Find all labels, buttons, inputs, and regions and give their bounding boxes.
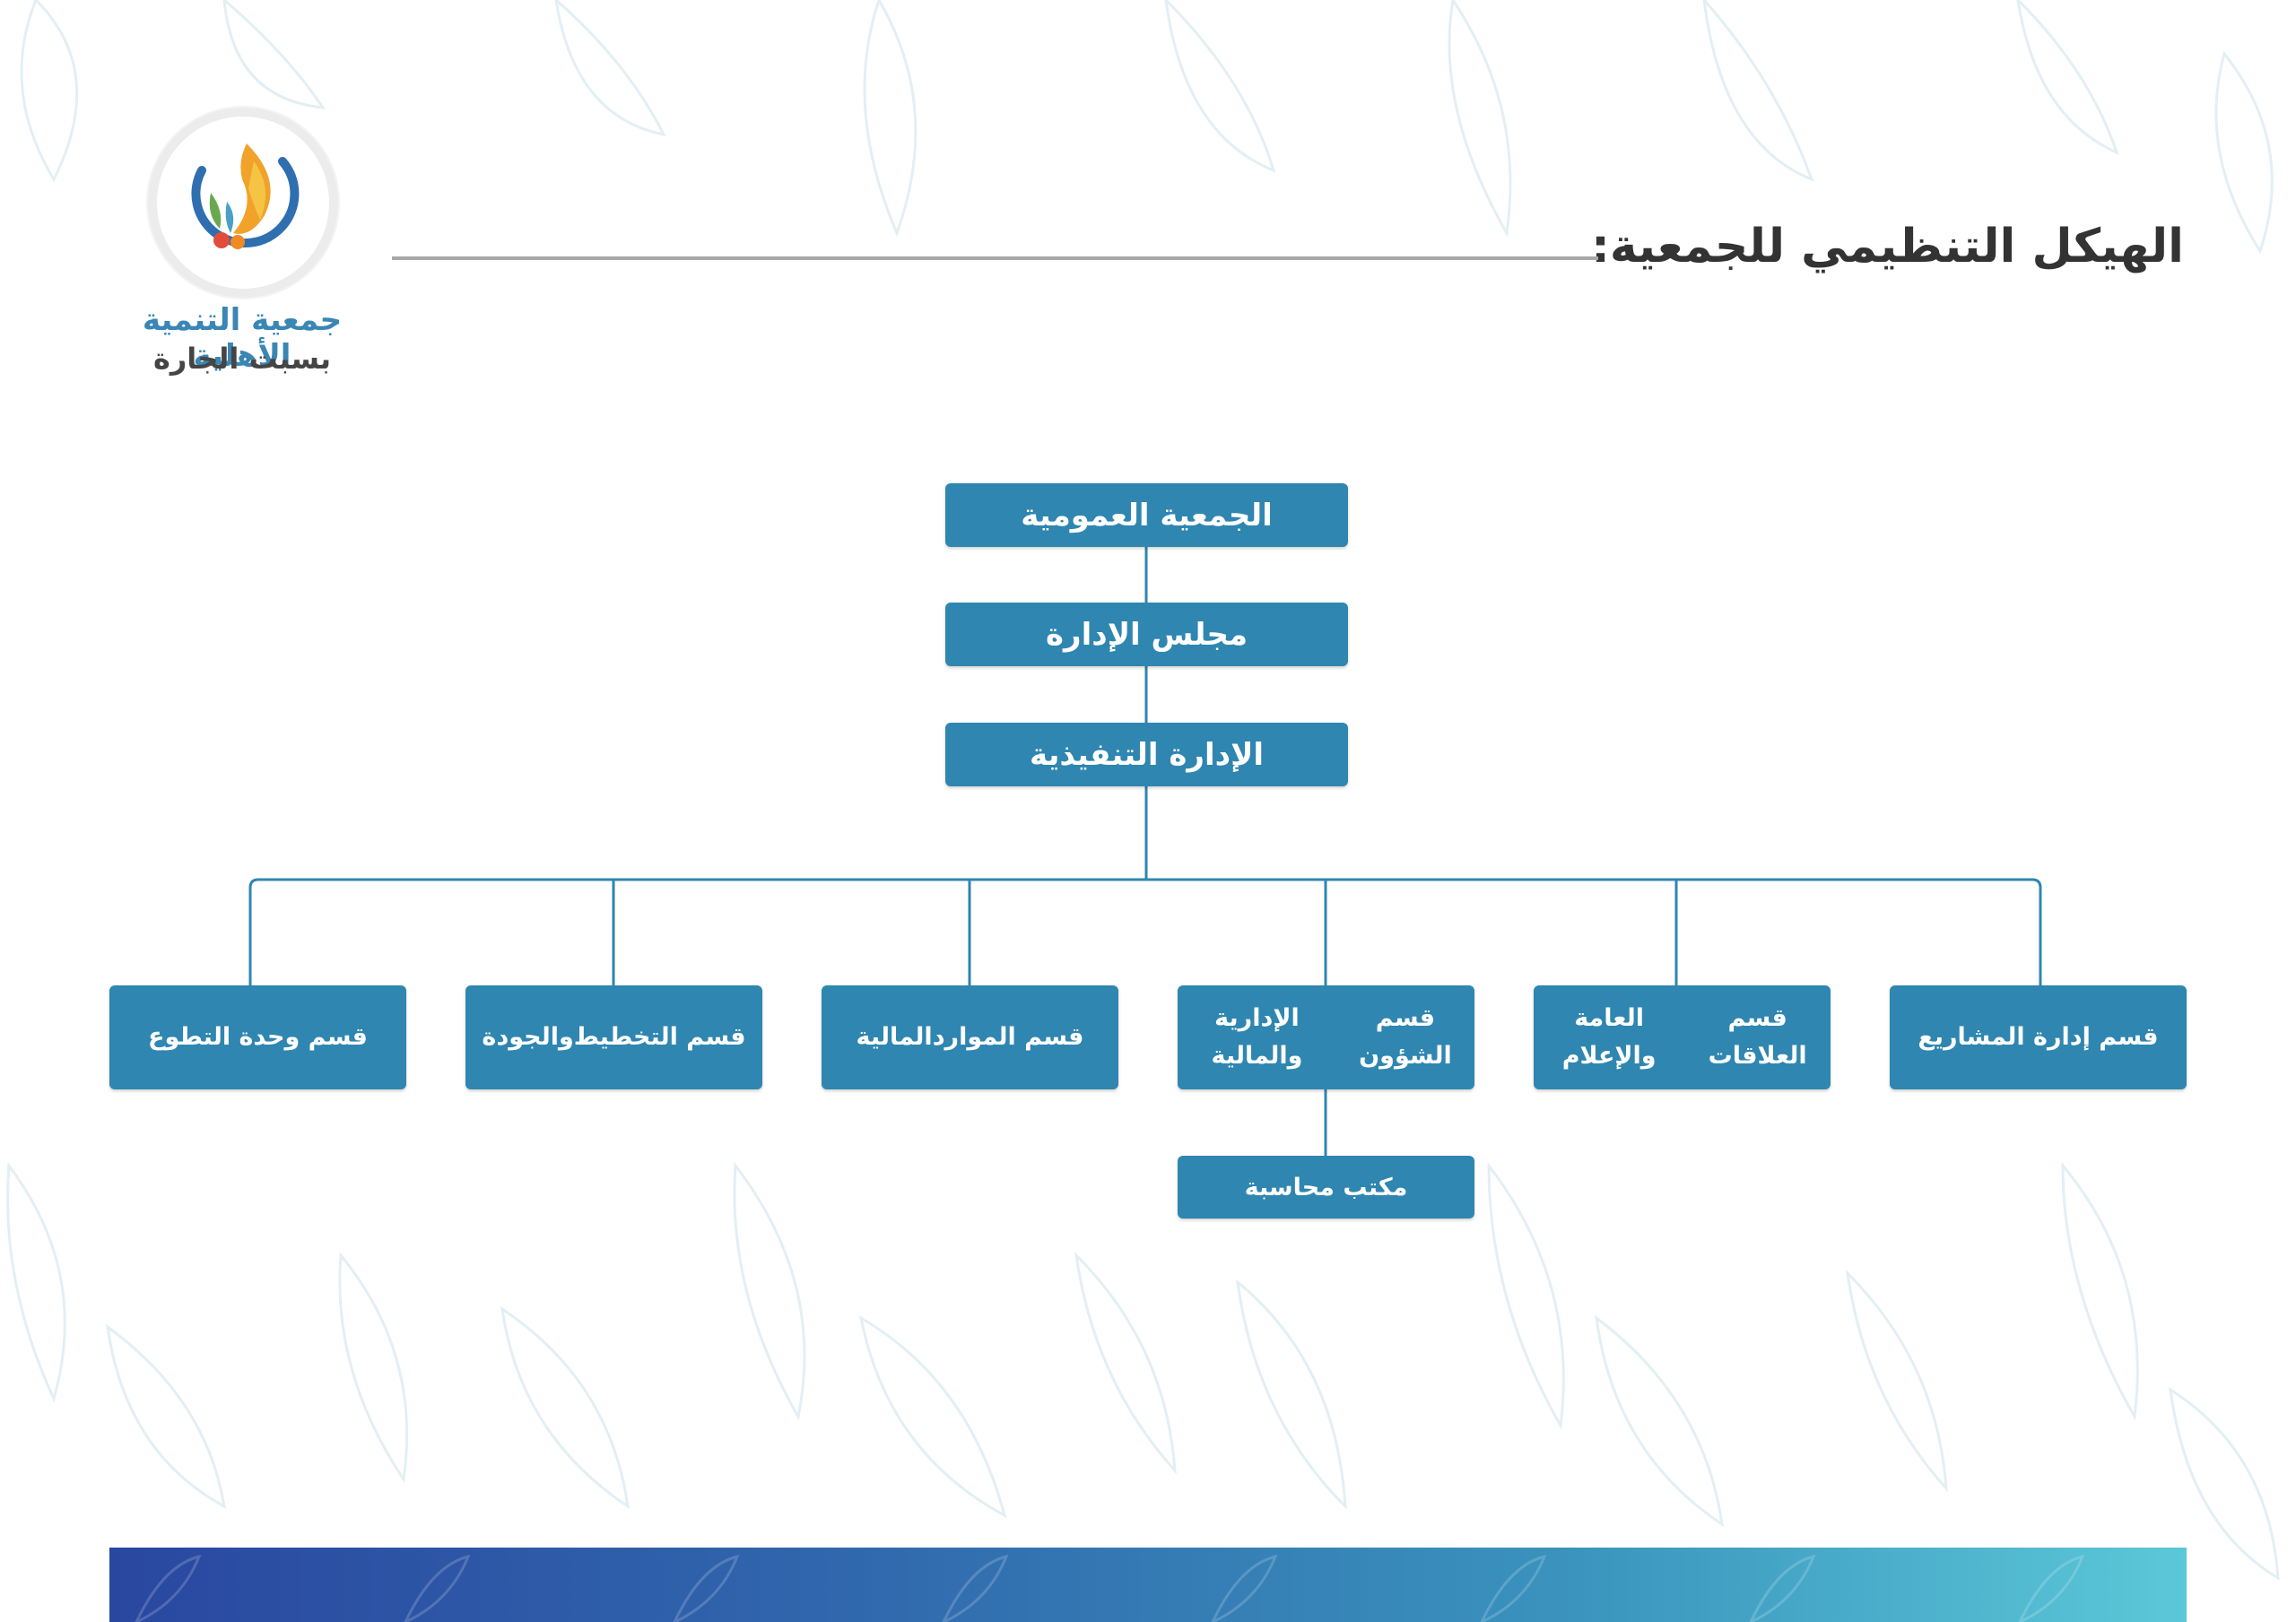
org-box-executive-management: الإدارة التنفيذية [945, 723, 1348, 786]
department-label-line2: والجودة [482, 1023, 574, 1051]
department-label-line1: قسم العلاقات [1708, 1004, 1807, 1070]
department-label-line1: قسم إدارة المشاريع [1918, 1023, 2159, 1051]
org-box-accounting-office: مكتب محاسبة [1178, 1156, 1474, 1219]
logo-organization-name: جمعية التنمية الأهلية [142, 302, 343, 374]
org-box-public-relations-department: قسم العلاقات العامة والإعلام [1534, 985, 1831, 1089]
connector-department-bus [248, 878, 2042, 985]
org-box-board-of-directors: مجلس الإدارة [945, 603, 1348, 666]
department-label-line2: العامة والإعلام [1561, 1004, 1657, 1070]
logo-flame-icon [191, 143, 300, 249]
organization-logo: جمعية التنمية الأهلية بسبت الجارة [99, 103, 386, 390]
department-label-line1: قسم الشؤون [1359, 1004, 1452, 1070]
department-label-line2: الإدارية والمالية [1211, 1004, 1303, 1070]
org-box-financial-resources-department: قسم الموارد المالية [822, 985, 1118, 1089]
department-label-line1: قسم وحدة التطوع [148, 1023, 368, 1051]
org-box-admin-finance-department: قسم الشؤون الإدارية والمالية [1178, 985, 1474, 1089]
org-box-planning-quality-department: قسم التخطيط والجودة [465, 985, 762, 1089]
title-divider [392, 256, 1598, 260]
org-box-volunteering-unit-department: قسم وحدة التطوع [109, 985, 406, 1089]
org-box-general-assembly: الجمعية العمومية [945, 483, 1348, 547]
department-label-line1: قسم التخطيط [573, 1023, 746, 1051]
logo-city-name: بسبت الجارة [152, 342, 332, 376]
page-title: الهيكل التنظيمي للجمعية: [1591, 220, 2184, 273]
department-label-line2: المالية [856, 1023, 933, 1051]
org-box-projects-department: قسم إدارة المشاريع [1890, 985, 2187, 1089]
logo-emblem [148, 108, 338, 298]
footer-band [109, 1548, 2187, 1622]
department-label-line1: قسم الموارد [932, 1023, 1084, 1051]
footer-leaf-pattern [135, 1554, 2085, 1622]
